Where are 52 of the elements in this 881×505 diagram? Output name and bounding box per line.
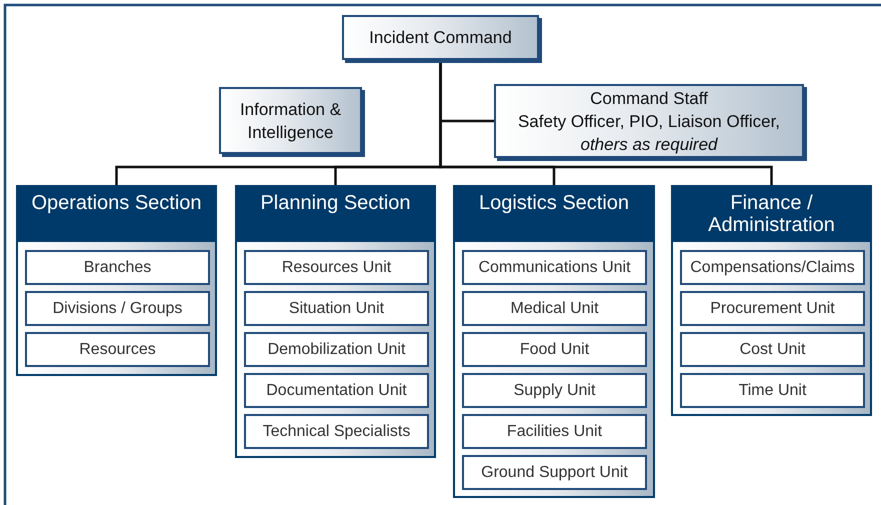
unit-box: [25, 291, 210, 326]
box-title: Resources Unit: [282, 258, 392, 276]
box-title: Supply Unit: [514, 382, 596, 400]
unit-box: [244, 414, 429, 449]
box-title: Time Unit: [738, 382, 806, 400]
box-title: Procurement Unit: [710, 300, 835, 318]
unit-box: [680, 332, 865, 367]
section-box: [16, 185, 217, 376]
box-title: Facilities Unit: [506, 422, 602, 440]
box-title: Communications Unit: [478, 258, 631, 276]
box-title: Food Unit: [520, 340, 590, 358]
unit-box: [244, 373, 429, 408]
unit-box: [25, 332, 210, 367]
command-box: [494, 84, 804, 158]
unit-box: [462, 332, 647, 367]
unit-box: [680, 373, 865, 408]
unit-box: [462, 414, 647, 449]
command-box: [219, 87, 362, 154]
box-title: Situation Unit: [288, 300, 384, 318]
section-header: Planning Section: [237, 187, 434, 242]
connector-line: [439, 62, 773, 185]
unit-box: [462, 250, 647, 285]
unit-box: [462, 455, 647, 490]
section-box: [453, 185, 655, 498]
section-box: [235, 185, 436, 458]
unit-box: [244, 332, 429, 367]
box-title: Documentation Unit: [266, 382, 407, 400]
unit-box: [244, 291, 429, 326]
unit-box: [462, 291, 647, 326]
section-header: Operations Section: [18, 187, 215, 242]
box-text: Safety Officer, PIO, Liaison Officer, others as required: [516, 110, 782, 156]
box-title: Ground Support Unit: [481, 464, 628, 482]
section-box: [671, 185, 872, 416]
box-title: Demobilization Unit: [268, 340, 406, 358]
section-header: Logistics Section: [455, 187, 653, 242]
box-title: Medical Unit: [510, 300, 599, 318]
box-title: Resources: [79, 340, 156, 358]
box-title: Divisions / Groups: [52, 300, 182, 318]
box-title: Information & Intelligence: [238, 98, 342, 144]
unit-box: [244, 250, 429, 285]
box-title: Command Staff: [590, 88, 708, 110]
unit-box: [25, 250, 210, 285]
unit-box: [462, 373, 647, 408]
box-title: Compensations/Claims: [690, 258, 855, 276]
command-box: [342, 15, 539, 60]
box-title: Cost Unit: [740, 340, 806, 358]
section-header: Finance / Administration: [673, 187, 870, 242]
unit-box: [680, 291, 865, 326]
box-title: Technical Specialists: [262, 422, 410, 440]
box-title: Branches: [84, 258, 152, 276]
box-title: Incident Command: [369, 27, 512, 49]
unit-box: [680, 250, 865, 285]
